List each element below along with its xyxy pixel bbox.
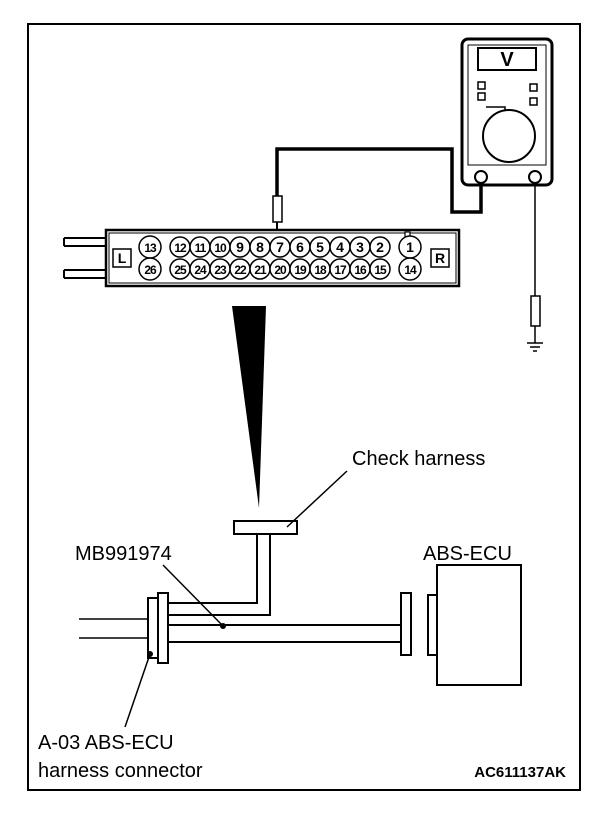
meter-button: [477, 92, 486, 101]
abs-ecu-label: ABS-ECU: [423, 543, 512, 565]
v-jack: [528, 170, 542, 184]
connector-pin-number: 26: [144, 263, 157, 277]
connector-pin-number: 1: [406, 239, 414, 255]
right-side-tag: R: [435, 250, 445, 266]
connector-pin-number: 23: [214, 263, 227, 277]
check-harness-plug: [233, 520, 298, 535]
harness-connector-leader: [124, 653, 151, 728]
connector-pin-number: 7: [276, 239, 284, 255]
connector-pin-number: 4: [336, 239, 344, 255]
connector-pin-number: 20: [274, 263, 287, 277]
voltmeter: V: [460, 37, 554, 187]
connector-pins-bottom-row: 26 25 24 23 22 21 20 19 18 17 16 15 14: [138, 257, 422, 281]
connector-pin-number: 2: [376, 239, 384, 255]
connector-pin: [138, 257, 162, 281]
connector-pin-number: 9: [236, 239, 244, 255]
left-side-tag: L: [118, 250, 127, 266]
adapter-harness: [164, 624, 401, 643]
check-harness-cable: [164, 534, 271, 616]
tool-label: MB991974: [75, 543, 172, 565]
selector-dial: [482, 109, 536, 163]
adapter-left-connector: [157, 592, 169, 664]
connector-pin-number: 21: [254, 263, 267, 277]
tool-leader: [162, 564, 225, 628]
check-harness-leader: [286, 470, 348, 528]
meter-button: [529, 83, 538, 92]
connector-pin: [398, 257, 422, 281]
vehicle-harness: [79, 618, 149, 639]
connector-pin: [369, 236, 391, 258]
positive-probe: [272, 195, 283, 232]
harness-connector-leader-dot: [147, 651, 153, 657]
check-harness-label: Check harness: [352, 448, 485, 470]
connector-pin-number: 16: [354, 263, 367, 277]
ground-probe: [530, 295, 541, 343]
connector-pin-number: 22: [234, 263, 247, 277]
meter-display: [477, 47, 537, 71]
connector-pin-number: 15: [374, 263, 387, 277]
connector-pin-number: 25: [174, 263, 187, 277]
meter-display-text: V: [500, 49, 514, 71]
connector-pin-number: 13: [144, 241, 157, 255]
connector-pin-number: 12: [174, 241, 187, 255]
com-jack: [474, 170, 488, 184]
ground-icon: [527, 342, 543, 352]
connector-pin-number: 6: [296, 239, 304, 255]
figure-code: AC611137AK: [474, 764, 566, 781]
connector-pin-number: 19: [294, 263, 307, 277]
connector-pin-number: 18: [314, 263, 327, 277]
connector-pin-number: 17: [334, 263, 347, 277]
connector-pin-number: 10: [214, 241, 227, 255]
connector-pin-number: 3: [356, 239, 364, 255]
connector-pin-number: 8: [256, 239, 264, 255]
connector-pin-number: 14: [404, 263, 417, 277]
connector-pin-number: 5: [316, 239, 324, 255]
zoom-pointer: [232, 306, 266, 508]
tool-leader-dot: [220, 623, 226, 629]
positive-probe-lead: [275, 147, 483, 214]
abs-ecu-box: [436, 564, 522, 686]
connector-pin-number: 24: [194, 263, 207, 277]
adapter-right-connector: [400, 592, 412, 656]
connector-pin: [369, 258, 391, 280]
harness-connector-label-line2: harness connector: [38, 760, 203, 782]
figure-border: [27, 23, 581, 791]
meter-button: [477, 81, 486, 90]
ecu-connector-stub: [427, 594, 438, 656]
meter-button: [529, 97, 538, 106]
harness-connector-label-line1: A-03 ABS-ECU: [38, 732, 174, 754]
connector-pin-number: 11: [195, 241, 207, 255]
harness-connector-body: [147, 597, 159, 659]
